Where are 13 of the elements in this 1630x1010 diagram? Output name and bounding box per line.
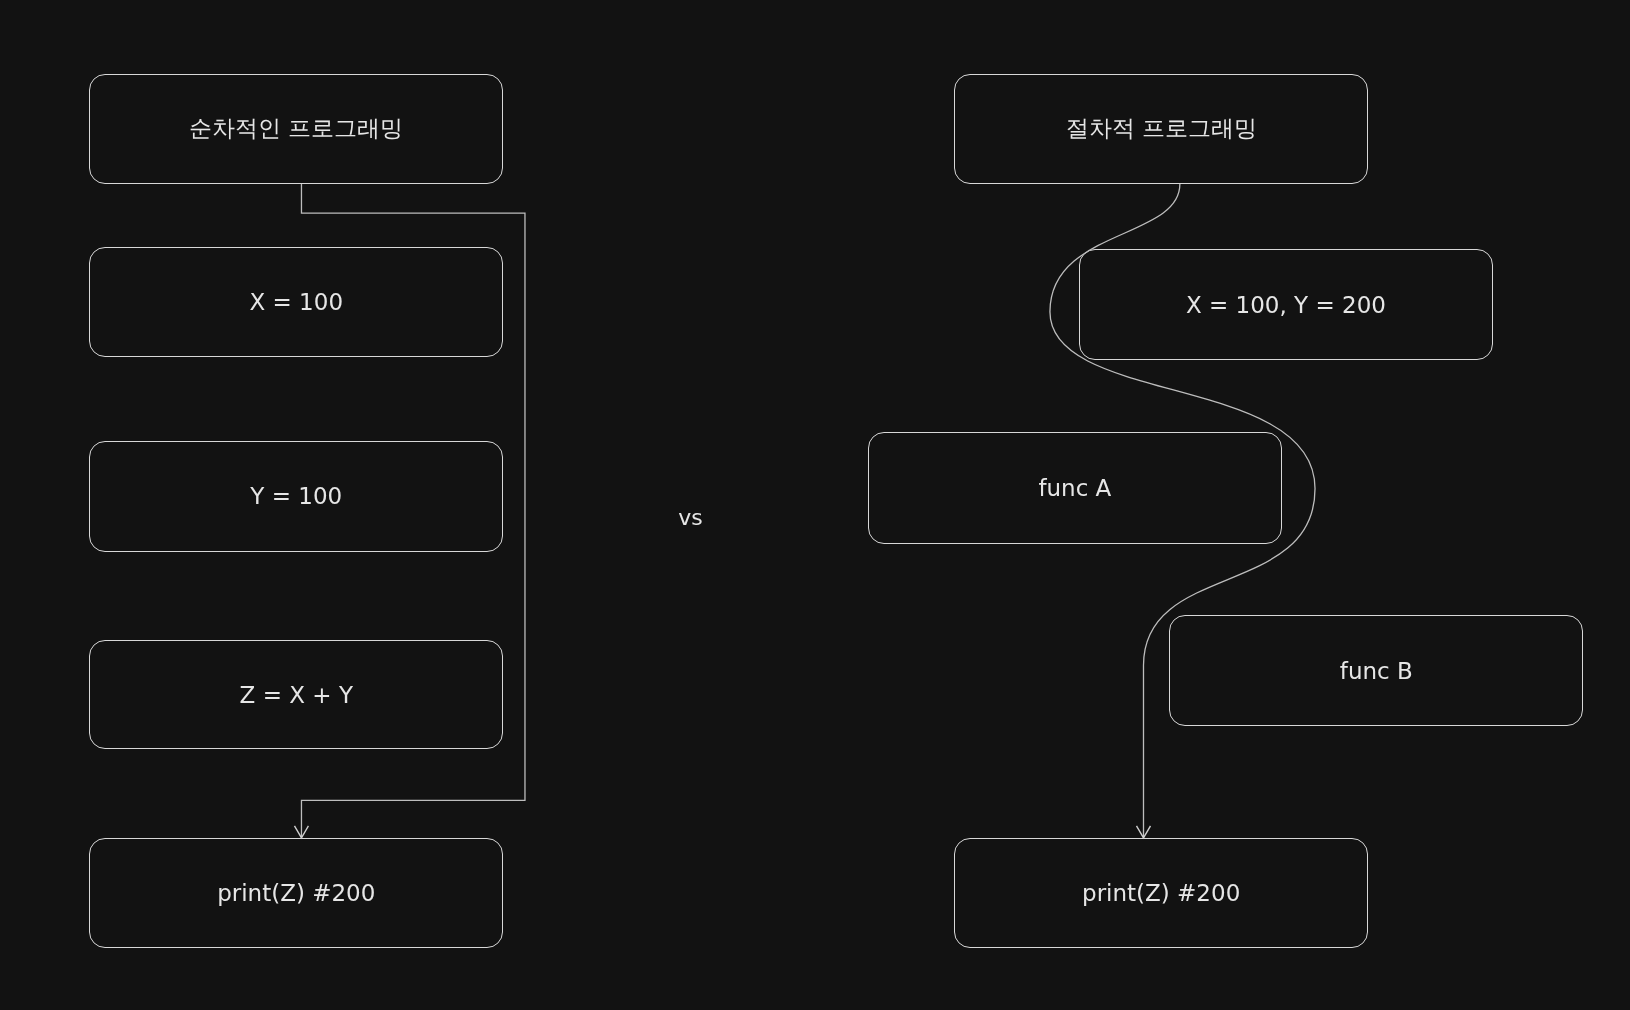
process-box [89, 640, 504, 750]
process-box [1079, 249, 1493, 360]
process-box [1169, 615, 1584, 726]
vs-label: vs [678, 505, 703, 531]
process-box [868, 432, 1282, 544]
process-box [89, 440, 504, 552]
arrow [293, 183, 526, 839]
process-box [89, 247, 504, 357]
process-box [89, 73, 504, 184]
process-box [89, 837, 504, 949]
arrow [1049, 183, 1316, 839]
process-box [954, 837, 1369, 949]
process-box [954, 73, 1369, 184]
